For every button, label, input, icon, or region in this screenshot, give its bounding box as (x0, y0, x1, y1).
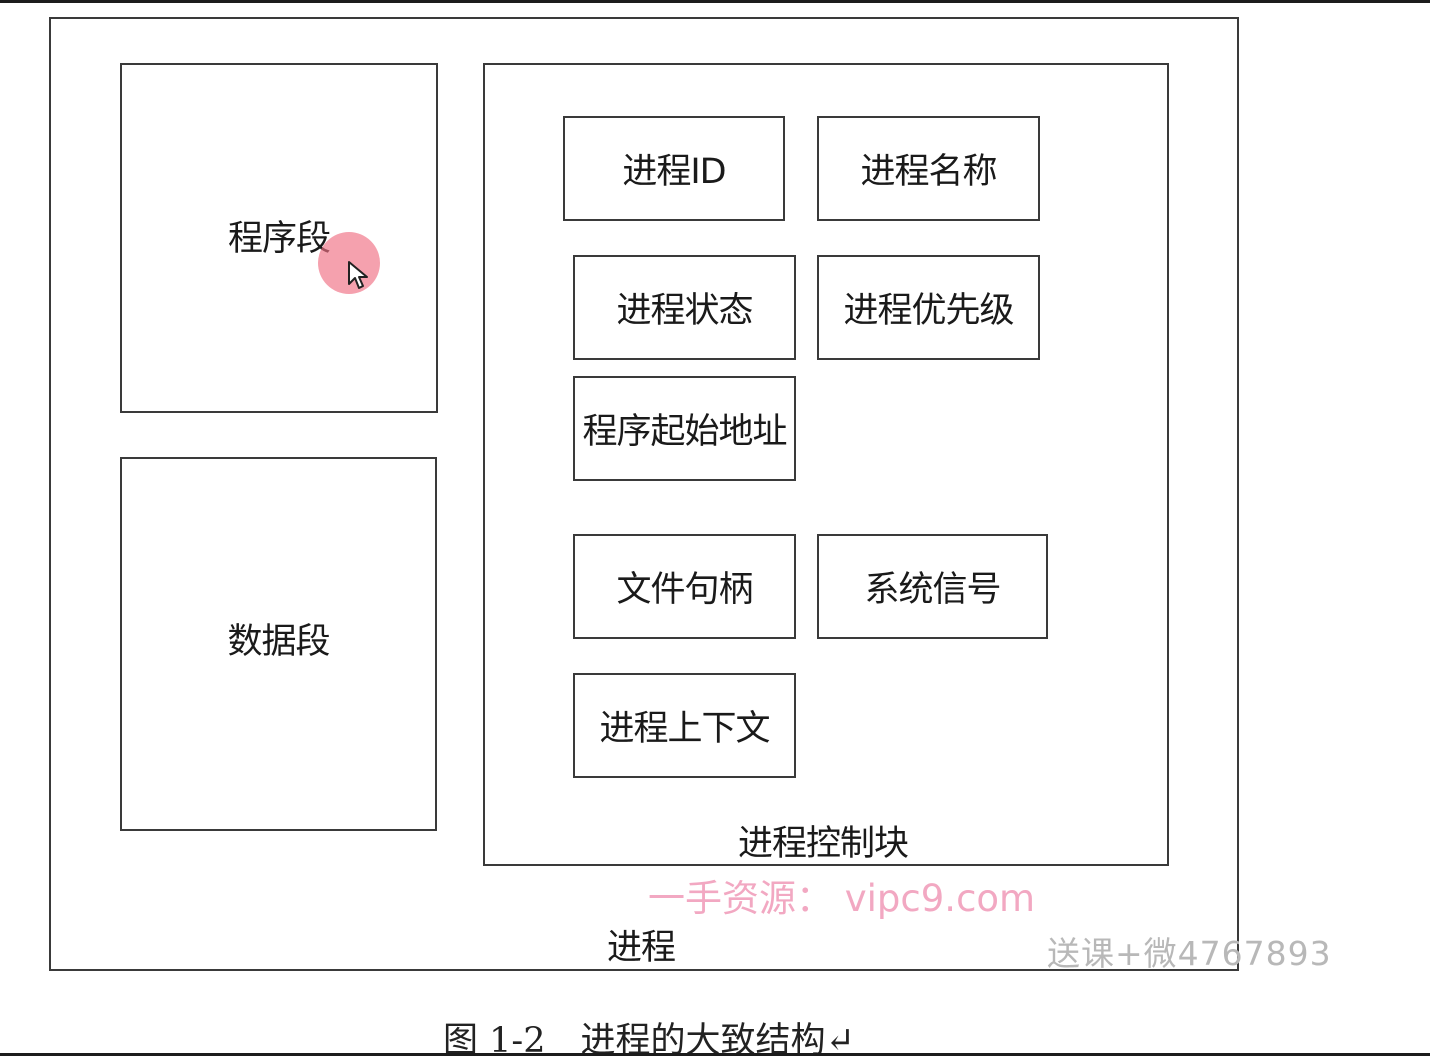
pcb-field-priority-label: 进程优先级 (843, 291, 1014, 331)
pcb-field-signal: 系统信号 (817, 534, 1048, 639)
pcb-label: 进程控制块 (738, 824, 909, 864)
watermark-gray: 送课+微4767893 (1047, 934, 1332, 973)
mouse-pointer-icon (348, 261, 368, 289)
process-label: 进程 (607, 928, 676, 968)
bottom-edge (0, 1053, 1430, 1056)
pcb-field-context: 进程上下文 (573, 673, 796, 778)
program-segment-box: 程序段 (120, 63, 438, 413)
pcb-field-state: 进程状态 (573, 255, 796, 360)
data-segment-box: 数据段 (120, 457, 437, 831)
pcb-field-name-label: 进程名称 (860, 152, 997, 192)
pcb-field-file-handle-label: 文件句柄 (616, 570, 753, 610)
top-edge (0, 0, 1430, 3)
pcb-field-start-address: 程序起始地址 (573, 376, 796, 481)
data-segment-label: 数据段 (227, 621, 330, 662)
pcb-field-start-address-label: 程序起始地址 (582, 412, 787, 452)
pcb-field-priority: 进程优先级 (817, 255, 1040, 360)
pcb-field-name: 进程名称 (817, 116, 1040, 221)
pcb-field-context-label: 进程上下文 (599, 709, 770, 749)
pcb-field-file-handle: 文件句柄 (573, 534, 796, 639)
pcb-field-signal-label: 系统信号 (864, 570, 1001, 610)
watermark-pink: 一手资源： vipc9.com (648, 877, 1036, 920)
pcb-field-state-label: 进程状态 (616, 291, 753, 331)
program-segment-label: 程序段 (227, 219, 331, 259)
pcb-field-pid: 进程ID (563, 116, 785, 221)
pcb-field-pid-label: 进程ID (622, 152, 726, 192)
